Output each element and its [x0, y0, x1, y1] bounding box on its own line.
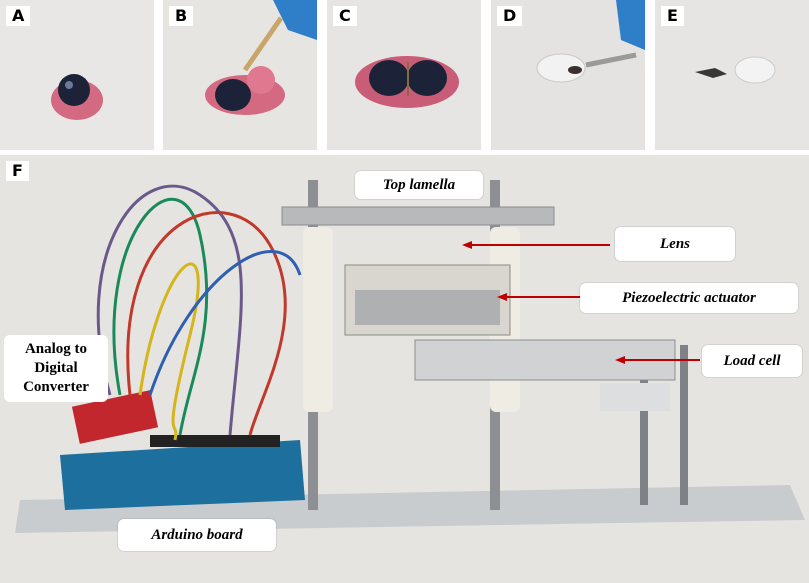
eyeball [58, 74, 90, 106]
label-arduino-board: Arduino board [118, 519, 276, 551]
label-adc: Analog to Digital Converter [4, 335, 108, 402]
label-piezoelectric-actuator: Piezoelectric actuator [580, 283, 798, 313]
adc-board-shape [71, 390, 159, 444]
panel-d: D [491, 0, 645, 150]
panel-e: E [655, 0, 809, 150]
panel-a: A [0, 0, 154, 150]
arduino-board-shape [60, 440, 305, 510]
panel-letter-a: A [6, 6, 31, 26]
panel-letter-c: C [333, 6, 357, 26]
panel-b-photo [163, 0, 317, 150]
lens [734, 56, 776, 84]
panel-f: F Top lamella Lens Piezoelectric actuato… [0, 155, 809, 583]
scalpel-handle [242, 16, 284, 72]
panel-letter-d: D [497, 6, 523, 26]
label-load-cell: Load cell [702, 345, 802, 377]
adc-line-2: Digital [34, 360, 78, 376]
panel-c: C [327, 0, 481, 150]
panel-c-photo [327, 0, 481, 150]
adc-line-1: Analog to [24, 341, 88, 357]
forceps [585, 52, 637, 68]
adc-line-3: Converter [23, 379, 89, 395]
panel-f-photo [0, 155, 809, 583]
panel-b: B [163, 0, 317, 150]
lens [536, 53, 586, 83]
label-top-lamella: Top lamella [355, 171, 483, 199]
glove [273, 0, 317, 40]
top-lamella-plate [281, 206, 555, 226]
panel-letter-e: E [661, 6, 684, 26]
panel-letter-b: B [169, 6, 194, 26]
label-lens: Lens [615, 227, 735, 261]
panel-letter-f: F [6, 161, 29, 181]
